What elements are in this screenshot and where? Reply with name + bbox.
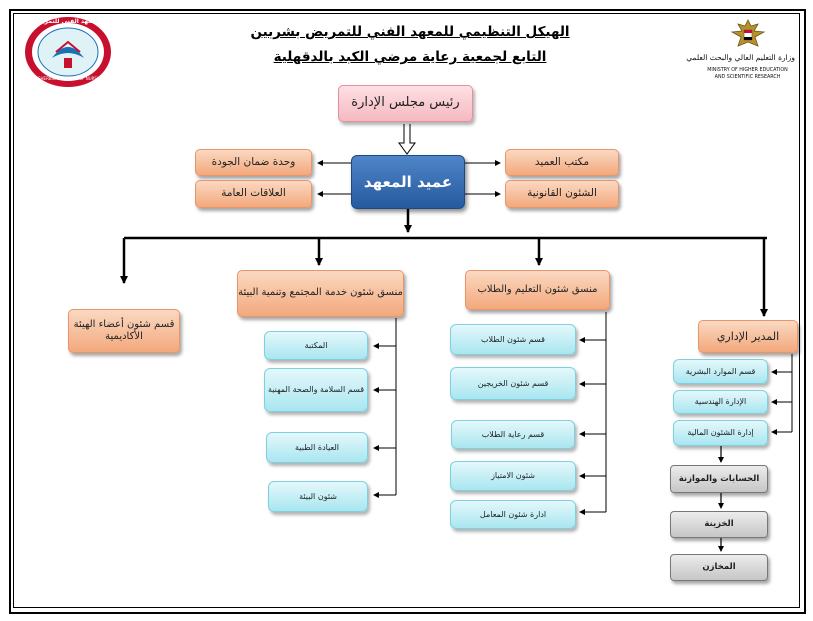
quality-unit-box: وحدة ضمان الجودة — [195, 149, 312, 176]
finance-unit: المخازن — [670, 554, 768, 581]
dean-office-box: مكتب العميد — [505, 149, 619, 176]
community-coordinator-box: منسق شئون خدمة المجتمع وتنمية البيئة — [237, 270, 404, 317]
education-coordinator-box: منسق شئون التعليم والطلاب — [465, 270, 610, 310]
education-unit: ادارة شئون المعامل — [450, 500, 576, 529]
institute-logo-text-top: المعهد الفني للتمريض — [34, 18, 100, 25]
ministry-english-line-1: MINISTRY OF HIGHER EDUCATION — [707, 68, 788, 73]
ministry-logo: وزارة التعليم العالي والبحث العلمي MINIS… — [686, 18, 795, 88]
administrative-director-box: المدير الإداري — [698, 320, 798, 353]
outer-frame — [9, 9, 806, 614]
education-unit: قسم شئون الخريجين — [450, 367, 576, 400]
chairman-to-dean-arrow — [398, 124, 416, 155]
eagle-emblem-icon — [730, 19, 766, 47]
ministry-arabic-name: وزارة التعليم العالي والبحث العلمي — [686, 53, 795, 62]
institute-seal-icon — [25, 17, 111, 87]
chart-title-line-1: الهيكل التنظيمي للمعهد الفني للتمريض بشر… — [250, 24, 570, 40]
community-unit: العيادة الطبية — [266, 432, 368, 463]
legal-affairs-box: الشئون القانونية — [505, 180, 619, 208]
admin-unit: الإدارة الهندسية — [673, 390, 768, 414]
public-relations-box: العلاقات العامة — [195, 180, 312, 208]
finance-unit: الحسابات والموازنة — [670, 465, 768, 493]
chart-title-line-2: التابع لجمعية رعاية مرضي الكبد بالدقهلية — [273, 49, 547, 65]
community-unit: المكتبة — [264, 331, 368, 360]
admin-unit: إدارة الشئون المالية — [673, 420, 768, 446]
faculty-affairs-box: قسم شئون أعضاء الهيئة الأكاديمية — [68, 309, 180, 353]
education-unit: شئون الامتياز — [450, 461, 576, 491]
inner-frame — [13, 13, 800, 608]
finance-unit: الخزينة — [670, 511, 768, 538]
community-unit: شئون البيئة — [268, 481, 368, 512]
admin-unit: قسم الموارد البشرية — [673, 359, 768, 384]
education-unit: قسم شئون الطلاب — [450, 324, 576, 355]
board-chair-box: رئيس مجلس الإدارة — [338, 85, 473, 122]
community-unit: قسم السلامة والصحة المهنية — [264, 368, 368, 412]
institute-logo-text-bottom: SHERBIN INSTITUTE OF NURSING — [38, 76, 98, 81]
dean-box: عميد المعهد — [351, 155, 465, 209]
ministry-english-line-2: AND SCIENTIFIC RESEARCH — [714, 75, 781, 80]
institute-logo: المعهد الفني للتمريض SHERBIN INSTITUTE O… — [22, 14, 114, 90]
education-unit: قسم رعاية الطلاب — [451, 420, 575, 449]
